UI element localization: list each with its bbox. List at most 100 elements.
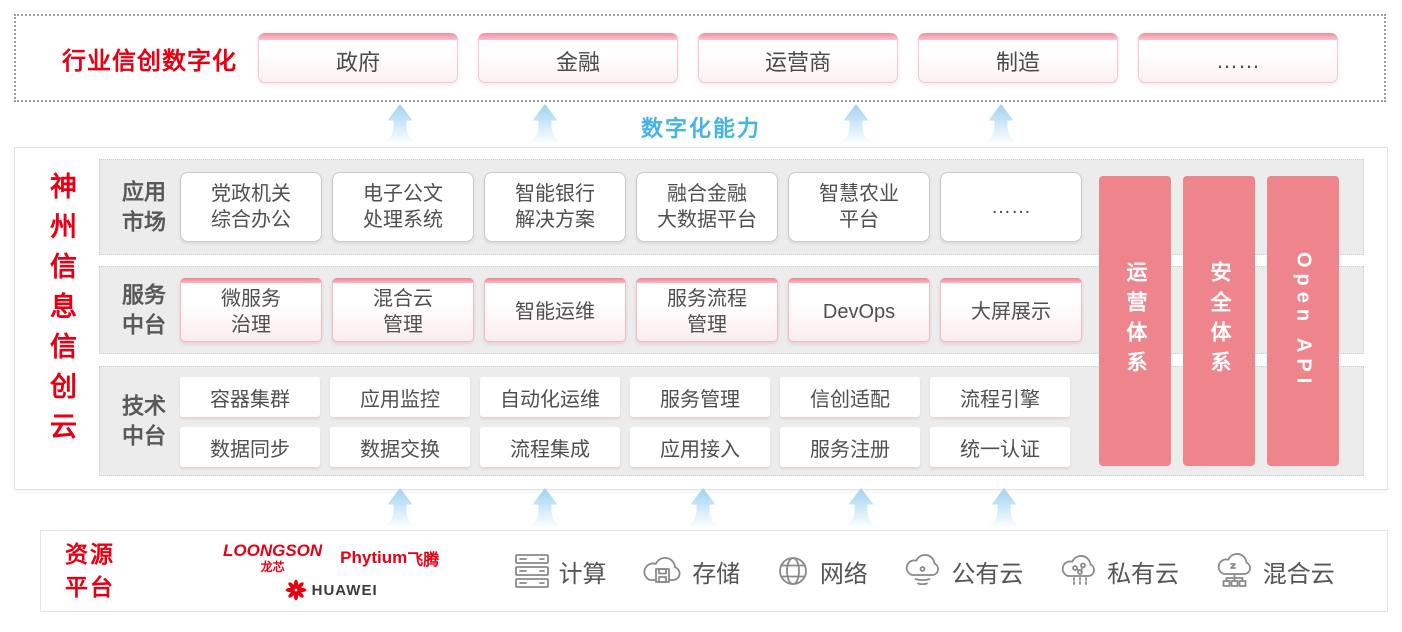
compute-icon bbox=[514, 554, 549, 588]
tech-card: 服务注册 bbox=[780, 427, 920, 467]
up-arrow-icon bbox=[380, 104, 420, 144]
tech-card: 自动化运维 bbox=[480, 377, 620, 417]
app-card-more: …… bbox=[940, 172, 1082, 242]
app-card: 电子公文 处理系统 bbox=[332, 172, 474, 242]
resource-item-storage: 存储 bbox=[639, 552, 740, 590]
loongson-logo: LOONGSON 龙芯 bbox=[223, 541, 322, 575]
service-card-label: 混合云 管理 bbox=[332, 283, 474, 342]
industry-banner: 行业信创数字化 政府 金融 运营商 制造 …… bbox=[14, 14, 1386, 102]
resource-item-label: 计算 bbox=[558, 560, 607, 588]
industry-box-label: 制造 bbox=[918, 40, 1118, 83]
service-card: 大屏展示 bbox=[940, 278, 1082, 342]
service-platform-strip: 服务 中台 微服务 治理 混合云 管理 智能运维 服务流程 管理 DevOps … bbox=[99, 266, 1364, 354]
up-arrow-icon bbox=[683, 488, 723, 528]
card-cap bbox=[180, 278, 322, 283]
card-cap bbox=[484, 278, 626, 283]
tech-card: 信创适配 bbox=[780, 377, 920, 417]
phytium-logo-text: Phytium bbox=[340, 548, 408, 567]
service-card-label: 大屏展示 bbox=[940, 283, 1082, 342]
industry-box-label: 运营商 bbox=[698, 40, 898, 83]
resource-item-public-cloud: 公有云 bbox=[900, 552, 1023, 590]
app-card: 智慧农业 平台 bbox=[788, 172, 930, 242]
sidebar-label: Open API bbox=[1292, 252, 1315, 390]
tech-card: 统一认证 bbox=[930, 427, 1070, 467]
up-arrow-icon bbox=[525, 488, 565, 528]
tech-card: 应用监控 bbox=[330, 377, 470, 417]
card-cap bbox=[788, 278, 930, 283]
industry-box-label: 金融 bbox=[478, 40, 678, 83]
sidebar-open-api: Open API bbox=[1267, 176, 1339, 466]
industry-box-cap bbox=[698, 33, 898, 40]
card-cap bbox=[636, 278, 778, 283]
up-arrow-icon bbox=[981, 104, 1021, 144]
industry-box-cap bbox=[918, 33, 1118, 40]
resource-item-label: 网络 bbox=[819, 560, 868, 588]
network-icon bbox=[778, 557, 807, 585]
tech-card: 容器集群 bbox=[180, 377, 320, 417]
tech-card: 服务管理 bbox=[630, 377, 770, 417]
industry-box-finance: 金融 bbox=[478, 33, 678, 83]
loongson-logo-text: LOONGSON bbox=[223, 541, 323, 560]
tech-card: 数据同步 bbox=[180, 427, 320, 467]
app-market-cards: 党政机关 综合办公 电子公文 处理系统 智能银行 解决方案 融合金融 大数据平台… bbox=[180, 172, 1082, 242]
tech-cards: 容器集群 应用监控 自动化运维 服务管理 信创适配 流程引擎 数据同步 数据交换… bbox=[180, 377, 1070, 467]
resource-items: 计算 存储 网络 bbox=[495, 552, 1351, 590]
service-card: 智能运维 bbox=[484, 278, 626, 342]
industry-box-cap bbox=[258, 33, 458, 40]
tech-card: 数据交换 bbox=[330, 427, 470, 467]
up-arrow-icon bbox=[380, 488, 420, 528]
industry-box-operator: 运营商 bbox=[698, 33, 898, 83]
huawei-logo: HUAWEI bbox=[285, 579, 378, 601]
tech-card: 流程集成 bbox=[480, 427, 620, 467]
sidebar-operation-system: 运营体系 bbox=[1099, 176, 1171, 466]
cloud-platform-panel: 神州信息信创云 应用 市场 党政机关 综合办公 电子公文 处理系统 智能银行 解… bbox=[14, 147, 1388, 490]
phytium-logo-subtext: 飞腾 bbox=[407, 552, 440, 569]
strip-label-tech: 技术 中台 bbox=[121, 393, 166, 448]
service-card: 混合云 管理 bbox=[332, 278, 474, 342]
industry-box-more: …… bbox=[1138, 33, 1338, 83]
resource-item-network: 网络 bbox=[773, 552, 868, 590]
storage-icon bbox=[643, 556, 681, 583]
service-cards: 微服务 治理 混合云 管理 智能运维 服务流程 管理 DevOps 大屏展示 bbox=[180, 278, 1082, 342]
service-card: 服务流程 管理 bbox=[636, 278, 778, 342]
industry-box-government: 政府 bbox=[258, 33, 458, 83]
industry-box-cap bbox=[1138, 33, 1338, 40]
phytium-logo: Phytium 飞腾 bbox=[340, 546, 439, 570]
service-card-label: 服务流程 管理 bbox=[636, 283, 778, 342]
platform-vertical-title: 神州信息信创云 bbox=[46, 172, 76, 452]
card-cap bbox=[332, 278, 474, 283]
sidebar-security-system: 安全体系 bbox=[1183, 176, 1255, 466]
resource-item-private-cloud: 私有云 bbox=[1056, 552, 1179, 590]
industry-box-cap bbox=[478, 33, 678, 40]
up-arrow-icon bbox=[841, 488, 881, 528]
service-card-label: 智能运维 bbox=[484, 283, 626, 342]
hybrid-cloud-icon bbox=[1217, 553, 1251, 587]
card-cap bbox=[940, 278, 1082, 283]
sidebar-label: 安全体系 bbox=[1208, 261, 1231, 381]
up-arrow-icon bbox=[836, 104, 876, 144]
huawei-flower-icon bbox=[285, 579, 307, 601]
app-card: 融合金融 大数据平台 bbox=[636, 172, 778, 242]
loongson-logo-subtext: 龙芯 bbox=[260, 560, 285, 574]
resource-platform-panel: 资源 平台 LOONGSON 龙芯 Phytium 飞腾 bbox=[40, 530, 1388, 612]
service-card: DevOps bbox=[788, 278, 930, 342]
resource-item-label: 混合云 bbox=[1262, 560, 1335, 588]
strip-label-service: 服务 中台 bbox=[121, 282, 166, 337]
capability-label: 数字化能力 bbox=[640, 116, 761, 141]
tech-card: 应用接入 bbox=[630, 427, 770, 467]
tech-platform-strip: 技术 中台 容器集群 应用监控 自动化运维 服务管理 信创适配 流程引擎 数据同… bbox=[99, 366, 1364, 476]
industry-box-manufacturing: 制造 bbox=[918, 33, 1118, 83]
strip-label-app-market: 应用 市场 bbox=[121, 179, 166, 234]
vendor-logos: LOONGSON 龙芯 Phytium 飞腾 bbox=[223, 541, 439, 601]
private-cloud-icon bbox=[1061, 555, 1095, 585]
service-card: 微服务 治理 bbox=[180, 278, 322, 342]
industry-banner-title: 行业信创数字化 bbox=[62, 47, 237, 75]
resource-item-hybrid-cloud: 混合云 bbox=[1212, 552, 1335, 590]
sidebar-label: 运营体系 bbox=[1124, 261, 1147, 381]
resource-item-label: 公有云 bbox=[951, 560, 1024, 588]
tech-card: 流程引擎 bbox=[930, 377, 1070, 417]
industry-box-label: 政府 bbox=[258, 40, 458, 83]
up-arrow-icon bbox=[525, 104, 565, 144]
public-cloud-icon bbox=[906, 554, 940, 586]
resource-item-compute: 计算 bbox=[512, 552, 607, 590]
